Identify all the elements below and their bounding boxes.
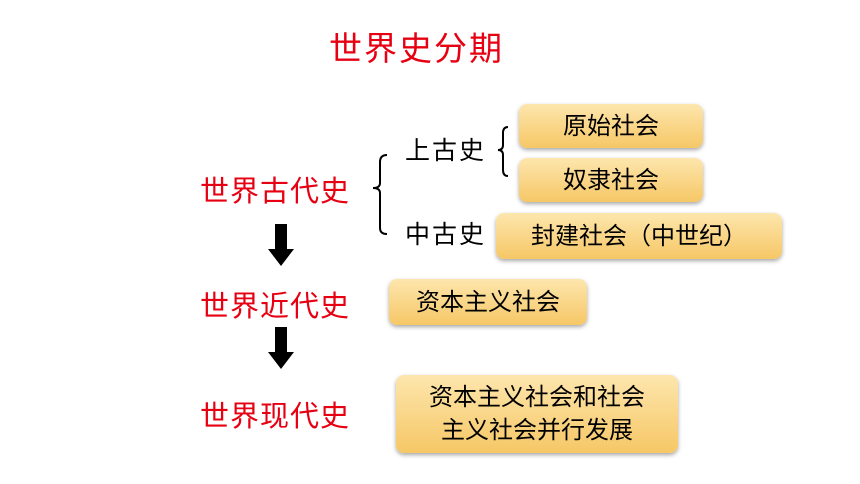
down-arrow-icon <box>268 224 294 266</box>
era-contemporary: 世界现代史 <box>200 399 351 433</box>
society-box-coexist-line2: 主义社会并行发展 <box>441 416 633 444</box>
era-ancient: 世界古代史 <box>200 174 351 208</box>
society-box-feudal: 封建社会（中世纪） <box>496 213 782 259</box>
society-box-coexist-line1: 资本主义社会和社会 <box>429 383 645 411</box>
shanggu-brace <box>497 126 509 177</box>
sub-period-shanggu: 上古史 <box>405 136 487 165</box>
ancient-brace <box>372 154 388 235</box>
society-box-capitalist: 资本主义社会 <box>389 279 587 325</box>
sub-period-zhonggu: 中古史 <box>405 220 487 249</box>
society-box-slave: 奴隶社会 <box>519 158 703 202</box>
era-modern: 世界近代史 <box>200 289 351 323</box>
society-box-coexist: 资本主义社会和社会 主义社会并行发展 <box>396 375 678 453</box>
down-arrow-icon <box>268 327 294 369</box>
page-title: 世界史分期 <box>329 29 504 68</box>
society-box-primitive: 原始社会 <box>519 104 703 148</box>
